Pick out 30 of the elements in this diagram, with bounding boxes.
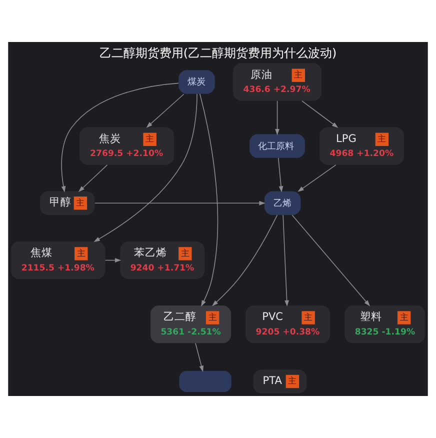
node-box: 煤炭 [178, 70, 215, 94]
arrow [195, 342, 204, 372]
arrow [212, 214, 278, 306]
arrow [292, 214, 370, 306]
arrow [61, 82, 179, 192]
node-box [179, 370, 232, 392]
node-box: 焦炭 主 2769.5 +2.10% [79, 127, 174, 165]
node-box: PTA 主 [253, 370, 307, 394]
node-box: 原油 主 436.6 +2.97% [233, 63, 322, 101]
arrow [278, 158, 284, 192]
node-box: 焦煤 主 2115.5 +1.98% [10, 241, 106, 280]
arrow [298, 164, 336, 192]
arrow [275, 100, 280, 136]
node-box: 甲醇 主 [40, 191, 95, 216]
node-box: LPG 主 4968 +1.20% [320, 127, 404, 165]
arrow [199, 93, 218, 307]
node-box: 化工原料 [250, 134, 306, 158]
arrow [104, 258, 122, 262]
arrow [282, 214, 289, 307]
arrow [94, 93, 198, 242]
node-box: 乙烯 [264, 191, 301, 216]
node-box: 乙二醇 主 5361 -2.51% [150, 306, 232, 344]
diagram-title: 乙二醇期货费用(乙二醇期货费用为什么波动) [99, 46, 337, 60]
arrow [146, 94, 184, 128]
node-box: 塑料 主 8325 -1.19% [344, 306, 426, 344]
arrow [94, 200, 266, 206]
arrow [302, 100, 338, 128]
node-box: PVC 主 9205 +0.38% [246, 306, 330, 344]
arrow [78, 164, 108, 192]
node-box: 苯乙烯 主 9240 +1.71% [120, 241, 205, 280]
